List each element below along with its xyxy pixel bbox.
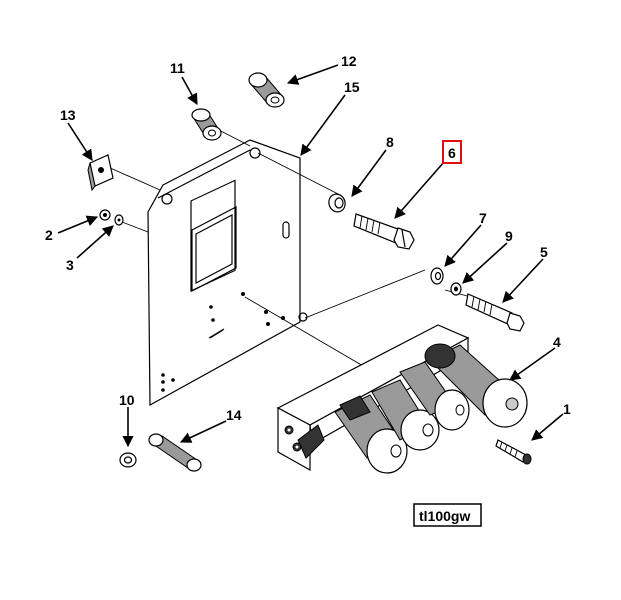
mounting-plate (147, 139, 308, 407)
nut-2 (99, 209, 111, 221)
washer-3 (114, 214, 124, 226)
callout-2[interactable]: 2 (45, 227, 53, 243)
valve-manifold-assembly (276, 324, 528, 474)
callout-9[interactable]: 9 (505, 228, 513, 244)
washer-7 (430, 267, 444, 285)
callout-11[interactable]: 11 (170, 60, 185, 76)
bolt-5 (465, 293, 525, 332)
screw-1 (495, 439, 532, 465)
leader-arrows (57, 64, 564, 448)
lockwasher-9 (450, 282, 462, 296)
washer-10 (119, 452, 137, 468)
callout-13[interactable]: 13 (60, 107, 76, 123)
drawing-reference-text: tl100gw (419, 508, 470, 524)
callout-15[interactable]: 15 (344, 79, 360, 95)
callout-7[interactable]: 7 (479, 210, 487, 226)
callout-3[interactable]: 3 (66, 257, 74, 273)
spacer-12 (248, 72, 285, 108)
callout-10[interactable]: 10 (119, 392, 135, 408)
bracket-13 (87, 154, 114, 192)
drawing-reference: tl100gw (413, 503, 482, 527)
callout-8[interactable]: 8 (386, 134, 394, 150)
callout-5[interactable]: 5 (540, 244, 548, 260)
standoff-14 (148, 433, 202, 472)
callout-6[interactable]: 6 (448, 145, 456, 161)
callout-1[interactable]: 1 (563, 401, 571, 417)
callout-14[interactable]: 14 (226, 407, 242, 423)
spacer-11 (191, 108, 222, 141)
washer-8 (328, 193, 346, 213)
callout-4[interactable]: 4 (553, 334, 561, 350)
bolt-6 (353, 213, 415, 250)
callout-12[interactable]: 12 (341, 53, 357, 69)
highlight-box-6 (442, 140, 462, 164)
